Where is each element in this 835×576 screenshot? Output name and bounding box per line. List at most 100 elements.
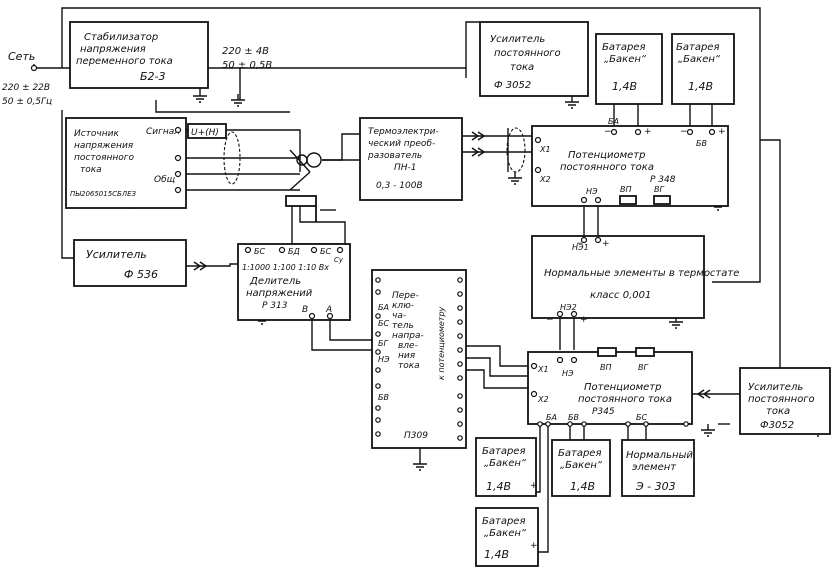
svg-text:Нормальный: Нормальный [626,450,693,461]
svg-text:Стабилизатор: Стабилизатор [84,31,158,43]
voltage-divider-p313-block: БС БД БС Су 1:1000 1:100 1:10 Вх Делител… [237,243,351,321]
dc-source-output-label: U+(H) [191,128,219,138]
svg-text:„Бакен“: „Бакен“ [560,460,603,471]
amp-top-model: Ф 3052 [494,80,531,91]
stabilizer-block: Стабилизатор напряжения переменного тока… [69,21,209,89]
svg-text:БС: БС [254,247,265,256]
mains-voltage: 220 ± 22В [2,83,50,93]
svg-text:Источник: Источник [74,129,119,139]
svg-text:НЭ: НЭ [586,187,598,196]
svg-text:Батарея: Батарея [602,42,645,53]
svg-text:разователь: разователь [367,151,422,161]
svg-text:постоянного: постоянного [748,394,815,405]
svg-text:Общ: Общ [154,175,176,185]
svg-text:„Бакен“: „Бакен“ [678,54,721,65]
svg-text:X1: X1 [539,145,551,154]
svg-text:1,4В: 1,4В [486,480,511,493]
svg-text:БВ: БВ [696,139,707,148]
svg-text:НЭ: НЭ [562,369,574,378]
svg-text:X2: X2 [539,175,551,184]
svg-text:−: − [680,127,688,137]
svg-text:элемент: элемент [632,462,677,473]
dc-voltage-source-block: Источник напряжения постоянного тока Сиг… [65,117,241,209]
svg-text:НЭ1: НЭ1 [572,243,589,252]
normal-cells-block: НЭ1 Нормальные элементы в термостате кла… [531,235,739,319]
current-direction-switch-p309-block: Пере- клю- ча- тель напра- вле- ния тока… [371,269,467,449]
svg-text:−: − [546,315,554,325]
divider-model: Р 313 [262,301,288,311]
svg-text:БГ: БГ [378,339,388,348]
svg-text:БА: БА [546,413,557,422]
svg-text:ВП: ВП [620,185,632,194]
normal-cell-e303-block: Нормальный элемент Э - 303 [621,439,695,497]
svg-text:вле-: вле- [398,341,418,351]
battery-5-block: Батарея „Бакен“ 1,4В [551,439,611,497]
switch-model: П309 [404,431,428,441]
svg-text:50 ± 0,5В: 50 ± 0,5В [222,60,272,71]
svg-text:ВП: ВП [600,363,612,372]
svg-text:Батарея: Батарея [482,446,525,457]
svg-text:+: + [602,239,610,249]
svg-text:Усилитель: Усилитель [490,34,545,45]
svg-text:БС: БС [636,413,647,422]
svg-text:напряжения: напряжения [74,141,134,151]
svg-text:Усилитель: Усилитель [748,382,803,393]
coax-connector [285,152,322,222]
svg-text:к потенциометру: к потенциометру [437,306,446,380]
svg-text:напряжения: напряжения [80,44,146,55]
svg-text:БС: БС [378,319,389,328]
mains-frequency: 50 ± 0,5Гц [2,97,52,107]
svg-text:220 ± 4В: 220 ± 4В [222,46,269,57]
svg-text:1,4В: 1,4В [612,80,637,93]
svg-text:„Бакен“: „Бакен“ [484,458,527,469]
svg-text:НЭ: НЭ [378,355,390,364]
svg-text:Усилитель: Усилитель [86,248,147,261]
svg-text:тока: тока [510,62,534,73]
amplifier-right-block: Усилитель постоянного тока Ф3052 [739,367,831,435]
svg-text:класс 0,001: класс 0,001 [590,290,651,301]
amplifier-top-block: Усилитель постоянного тока Ф 3052 [479,21,589,97]
svg-text:постоянного: постоянного [494,48,561,59]
svg-text:Сигнал: Сигнал [146,127,180,137]
svg-text:Делитель: Делитель [249,276,301,287]
svg-text:ВГ: ВГ [638,363,648,372]
svg-text:НЭ2: НЭ2 [560,303,577,312]
svg-text:БВ: БВ [378,393,389,402]
svg-text:−: − [576,239,584,249]
svg-text:Батарея: Батарея [676,42,719,53]
svg-text:тока: тока [766,406,790,417]
svg-text:Потенциометр: Потенциометр [584,382,661,393]
svg-text:Су: Су [334,256,344,264]
svg-text:„Бакен“: „Бакен“ [484,528,527,539]
mid-supply-label: 220 ± 4В 50 ± 0,5В [222,46,272,71]
svg-text:+: + [530,481,538,491]
svg-text:1,4В: 1,4В [688,80,713,93]
svg-text:ча-: ча- [392,311,406,321]
svg-text:постоянного тока: постоянного тока [578,394,672,405]
svg-text:ПН-1: ПН-1 [394,163,417,173]
svg-text:Батарея: Батарея [482,516,525,527]
svg-text:+: + [530,541,538,551]
svg-text:+: + [644,127,652,137]
svg-text:+: + [580,315,588,325]
battery-3-block: Батарея „Бакен“ 1,4В [475,437,537,497]
svg-text:А: А [325,305,332,315]
divider-ratios: 1:1000 1:100 1:10 Вх [242,263,329,272]
svg-text:Пере-: Пере- [392,291,419,301]
svg-text:клю-: клю- [392,301,414,311]
svg-text:ВГ: ВГ [654,185,664,194]
battery-2-block: Батарея „Бакен“ 1,4В [671,33,735,105]
svg-text:БС: БС [320,247,331,256]
stabilizer-model: Б2-3 [140,70,166,83]
svg-text:тель: тель [392,321,414,331]
svg-text:БВ: БВ [568,413,579,422]
svg-text:БА: БА [608,117,619,126]
mains-input: Сеть 220 ± 22В 50 ± 0,5Гц [2,50,52,107]
svg-text:1,4В: 1,4В [484,548,509,561]
dc-source-model: ПЫ2065015СБЛЕЗ [70,190,137,198]
normal-cells-title: Нормальные элементы в термостате [544,268,739,279]
pot348-model: Р 348 [650,175,676,185]
svg-text:напряжений: напряжений [246,288,313,299]
svg-text:Батарея: Батарея [558,448,601,459]
